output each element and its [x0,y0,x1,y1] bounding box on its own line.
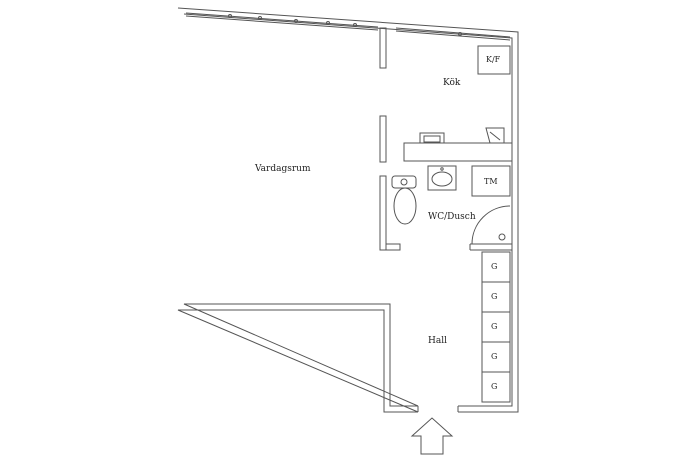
shower [471,205,511,245]
washing-machine-label: TM [484,177,498,186]
washbasin [427,165,457,191]
room-label-living: Vardagsrum [255,164,311,174]
wardrobe-label: G [491,382,498,391]
stove [485,127,505,144]
windows [185,12,511,41]
partition-wall-mid [379,115,387,163]
inner-wall [183,13,513,407]
wardrobe-label: G [491,352,498,361]
toilet [391,175,417,225]
room-label-bathroom: WC/Dusch [428,212,476,222]
wardrobe-label: G [491,262,498,271]
entrance-arrow-icon [410,417,454,455]
bathroom-wall [379,175,387,251]
outer-wall [177,7,519,413]
fridge-freezer [477,45,511,75]
bathroom-bottom-wall [386,243,512,251]
room-label-kitchen: Kök [443,78,461,88]
kitchen-counter [403,142,513,162]
sink-basin [419,132,445,144]
fridge-freezer-label: K/F [486,55,501,64]
washing-machine-box [471,165,511,197]
wardrobe-label: G [491,322,498,331]
room-label-hall: Hall [428,336,447,346]
partition-wall-top [379,27,387,69]
wardrobe-column [481,251,511,403]
entrance-door [417,406,459,412]
wardrobe-label: G [491,292,498,301]
